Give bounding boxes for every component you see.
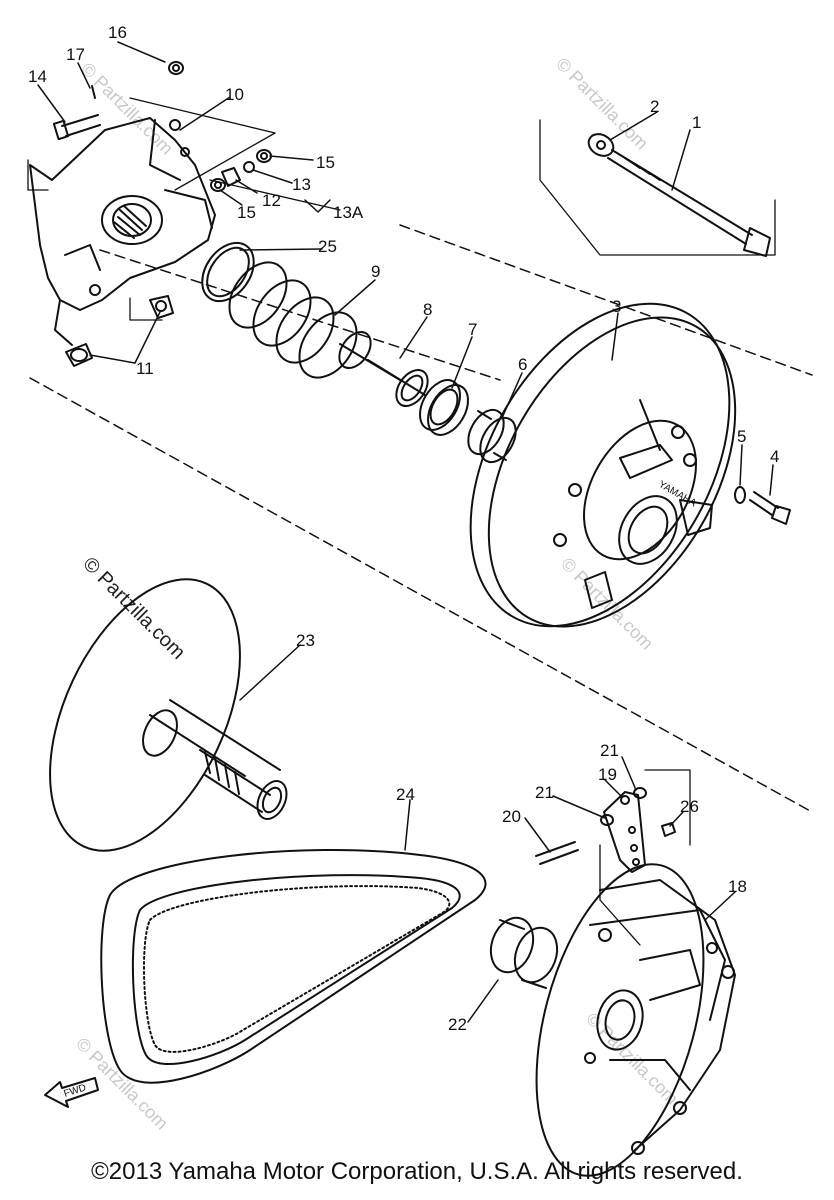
callout-16: 16 xyxy=(108,23,127,42)
callout-22: 22 xyxy=(448,1015,467,1034)
watermark: © Partzilla.com xyxy=(77,59,177,159)
callout-23: 23 xyxy=(296,631,315,650)
callout-24: 24 xyxy=(396,785,415,804)
callout-5: 5 xyxy=(737,427,746,446)
callout-15: 15 xyxy=(237,203,256,222)
callout-17: 17 xyxy=(66,45,85,64)
collar xyxy=(338,330,429,408)
callout-15: 15 xyxy=(316,153,335,172)
callout-10: 10 xyxy=(225,85,244,104)
fixed-sheave xyxy=(49,578,288,852)
bushing xyxy=(467,408,517,464)
spring xyxy=(228,261,358,379)
oil-seal xyxy=(419,379,469,436)
callout-12: 12 xyxy=(262,191,281,210)
small-hardware xyxy=(52,61,272,367)
watermark-group: © Partzilla.com © Partzilla.com © Partzi… xyxy=(72,54,682,1134)
callout-2: 2 xyxy=(650,97,659,116)
callout-13: 13 xyxy=(292,175,311,194)
leader-lines xyxy=(37,41,774,1023)
callout-14: 14 xyxy=(28,67,47,86)
callout-9: 9 xyxy=(371,262,380,281)
watermark: © Partzilla.com xyxy=(557,554,657,654)
callout-11: 11 xyxy=(136,359,154,378)
callout-25: 25 xyxy=(318,237,337,256)
callout-8: 8 xyxy=(423,300,432,319)
callout-26: 26 xyxy=(680,797,699,816)
callout-21: 21 xyxy=(535,783,554,802)
callout-1: 1 xyxy=(692,113,701,132)
primary-sheave-housing xyxy=(535,863,736,1177)
watermark-main: © Partzilla.com xyxy=(78,553,189,664)
spacer-ring xyxy=(489,916,559,989)
drive-belt xyxy=(100,848,487,1084)
callout-labels: 1 2 3 4 5 6 7 8 9 10 11 12 13 13A 14 15 … xyxy=(28,23,779,1034)
callout-18: 18 xyxy=(728,877,747,896)
alignment-lines xyxy=(29,224,813,813)
copyright-notice: ©2013 Yamaha Motor Corporation, U.S.A. A… xyxy=(91,1158,743,1185)
sheave-cap-bolt xyxy=(734,486,791,525)
callout-6: 6 xyxy=(518,355,527,374)
fwd-arrow xyxy=(44,1077,99,1108)
callout-21: 21 xyxy=(600,741,619,760)
callout-20: 20 xyxy=(502,807,521,826)
callout-3: 3 xyxy=(612,297,621,316)
sliding-sheave xyxy=(469,302,737,628)
watermark: © Partzilla.com xyxy=(552,54,652,154)
callout-13a: 13A xyxy=(333,203,364,222)
sheave-marking: YAMAHA xyxy=(657,479,699,509)
fixed-sheave-bracket xyxy=(29,117,216,346)
callout-7: 7 xyxy=(468,320,477,339)
callout-4: 4 xyxy=(770,447,779,466)
lever-arm xyxy=(535,787,676,873)
callout-19: 19 xyxy=(598,765,617,784)
sheave-bolt xyxy=(587,133,771,257)
